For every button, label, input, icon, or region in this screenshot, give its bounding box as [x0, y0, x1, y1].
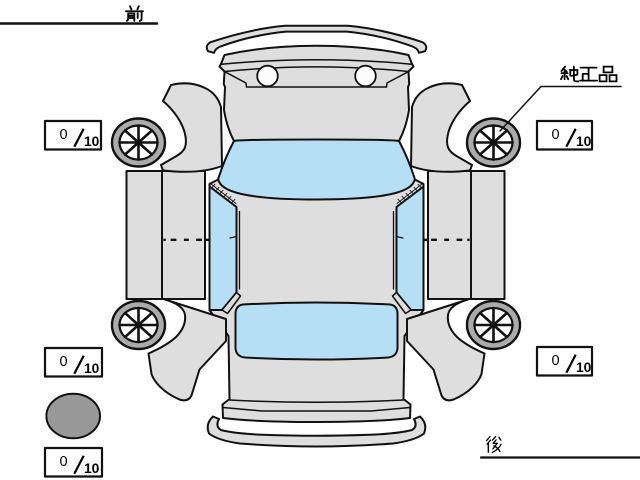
svg-text:0: 0 [60, 127, 68, 143]
svg-text:10: 10 [84, 134, 100, 149]
svg-text:0: 0 [552, 353, 560, 369]
svg-text:10: 10 [576, 360, 592, 375]
svg-text:10: 10 [576, 134, 592, 149]
svg-text:10: 10 [84, 461, 100, 476]
svg-text:0: 0 [60, 454, 68, 470]
svg-text:0: 0 [552, 127, 560, 143]
svg-text:10: 10 [84, 361, 100, 376]
svg-text:0: 0 [60, 354, 68, 370]
